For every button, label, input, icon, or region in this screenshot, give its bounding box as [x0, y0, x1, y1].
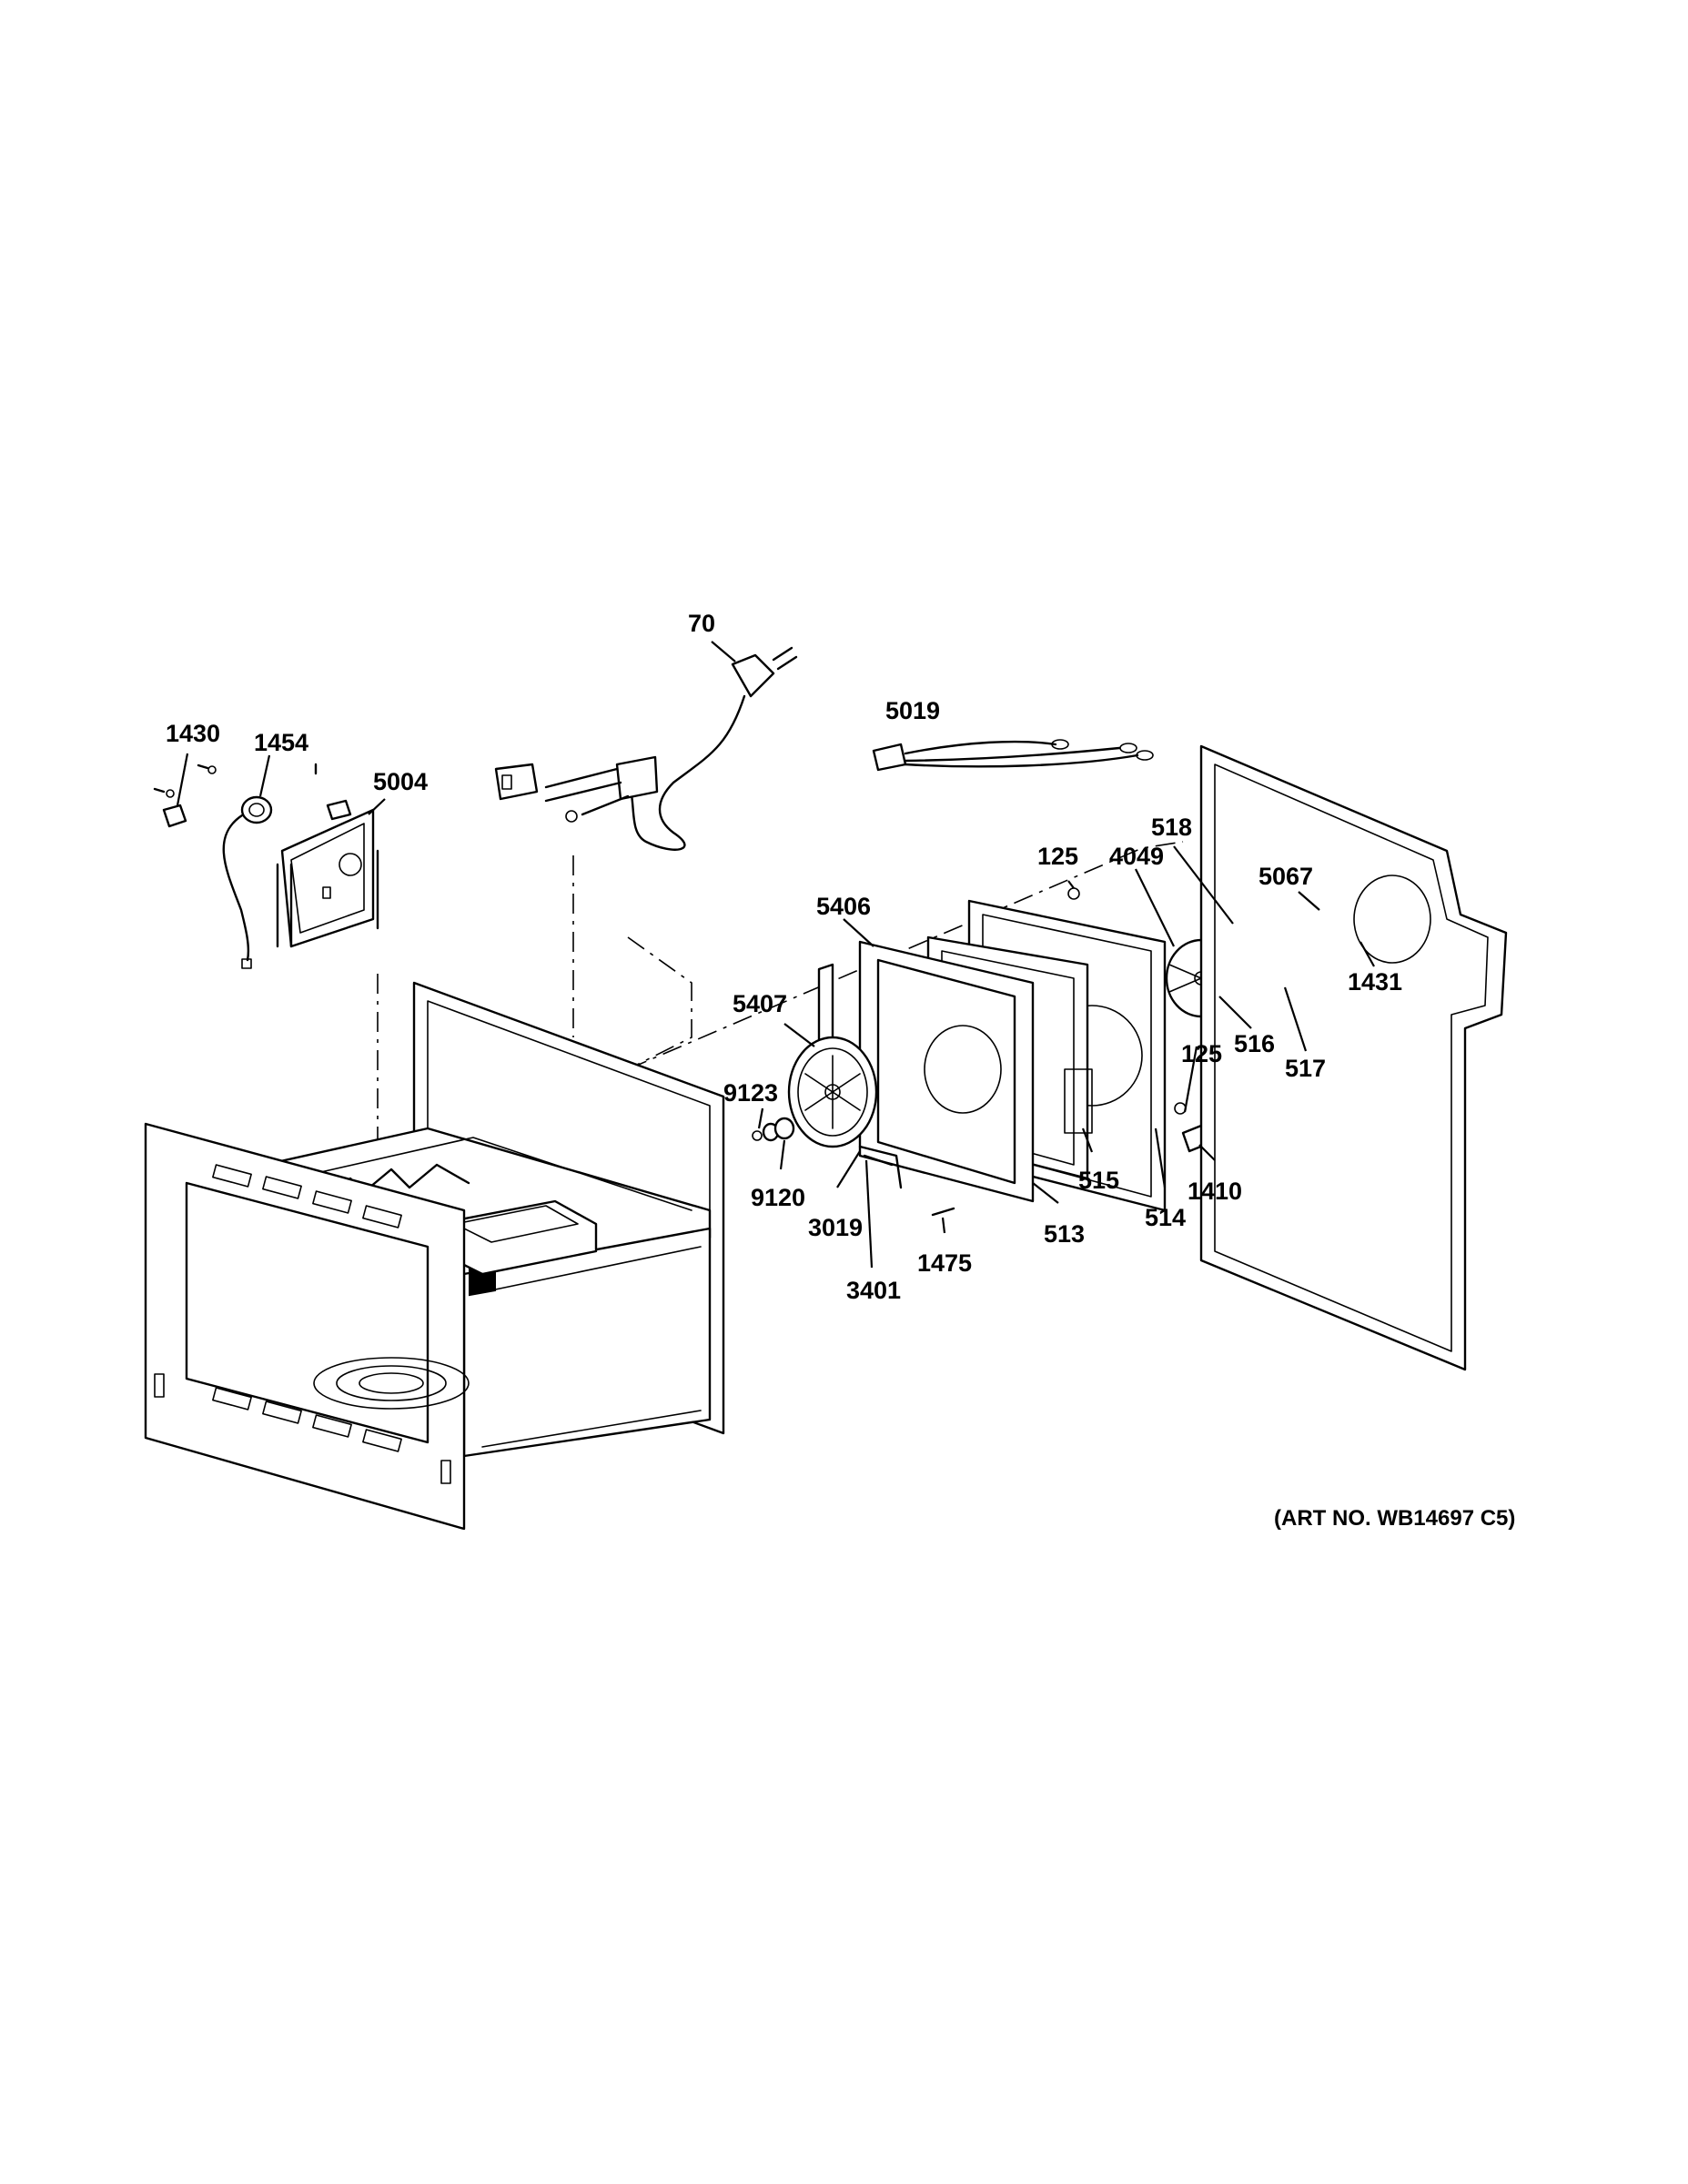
callout-9123: 9123: [723, 1079, 778, 1107]
art-number: (ART NO. WB14697 C5): [1274, 1506, 1515, 1531]
callout-125-top: 125: [1037, 843, 1078, 870]
callout-9120: 9120: [751, 1184, 805, 1211]
callout-3019: 3019: [808, 1214, 863, 1241]
alignment-lines: [377, 841, 1184, 1247]
callout-5067: 5067: [1258, 863, 1313, 890]
callout-513: 513: [1044, 1220, 1085, 1248]
callout-125-bottom: 125: [1181, 1040, 1222, 1067]
rear-cover-panel: [1199, 744, 1508, 1371]
leader-lines: [176, 641, 1375, 1269]
callout-517: 517: [1285, 1055, 1326, 1082]
callout-5407: 5407: [733, 990, 787, 1017]
callout-1475: 1475: [917, 1249, 972, 1277]
callout-5019: 5019: [885, 697, 940, 724]
callout-1410: 1410: [1188, 1178, 1242, 1205]
callout-3401: 3401: [846, 1277, 901, 1304]
callout-515: 515: [1078, 1167, 1119, 1194]
wire-harness: [872, 739, 1154, 772]
callout-514: 514: [1145, 1204, 1186, 1231]
callout-518: 518: [1151, 814, 1192, 841]
callout-5406: 5406: [816, 893, 871, 920]
callout-516: 516: [1234, 1030, 1275, 1057]
callout-labels: 70 5019 1430 1454 5004 518 125 4049 5067…: [166, 610, 1402, 1304]
convection-assembly: [752, 887, 1364, 1217]
callout-1430: 1430: [166, 720, 220, 747]
front-face-slots: [154, 1164, 451, 1484]
callout-5004: 5004: [373, 768, 428, 795]
callout-70: 70: [688, 610, 715, 637]
sensor-bracket-assembly: [153, 763, 379, 969]
callout-1431: 1431: [1348, 968, 1402, 996]
oven-cavity: [144, 981, 725, 1531]
power-cord: [494, 646, 798, 851]
callout-1454: 1454: [254, 729, 308, 756]
callout-4049: 4049: [1109, 843, 1164, 870]
